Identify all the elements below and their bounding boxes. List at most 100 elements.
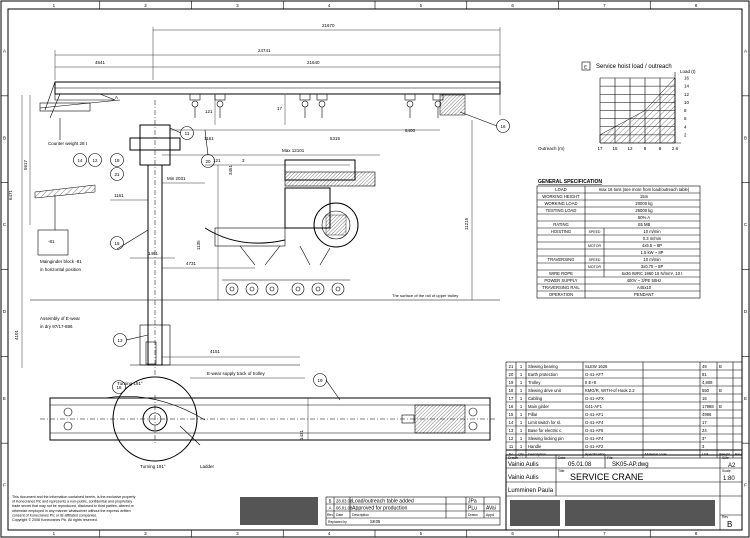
parts-cell: 3 <box>702 444 705 449</box>
rev-header: Description <box>352 513 369 517</box>
grid-row-label: C <box>3 222 7 227</box>
parts-cell: 17 <box>509 396 514 401</box>
spec-value: 1.5 kW ~ 8P <box>641 250 664 255</box>
parts-cell: 4996 <box>702 412 712 417</box>
spec-sub: MOTOR <box>588 265 601 269</box>
spec-value: 4x5.5 ~ 8P <box>642 243 662 248</box>
parts-cell: Trolley <box>528 380 541 385</box>
drawn-label: Drawn <box>508 456 518 460</box>
parts-cell: 14 <box>509 420 514 425</box>
rail-note: The surface of the rail of upper trolley <box>392 293 458 298</box>
chart-xtick: 8 <box>644 146 647 151</box>
parts-cell: G-41-AF2 <box>585 444 604 449</box>
chart-ytick: 4 <box>684 124 687 129</box>
dim-1461: 1461 <box>148 251 159 256</box>
min-reach: Min 2031 <box>167 176 186 181</box>
parts-cell: 18 <box>509 388 514 393</box>
parts-cell: 15 <box>509 412 514 417</box>
dim-4101: 4101 <box>14 329 19 340</box>
rev-date: 28.03.08 <box>336 498 353 503</box>
spec-sub: SPEED <box>589 258 601 262</box>
mainginder-label: Mainginder block -81 <box>40 259 82 264</box>
chart-heading: Service hoist load / outreach <box>596 64 672 70</box>
parts-cell: Slewing locking pin <box>528 436 564 441</box>
chart-ytick: 10 <box>684 100 690 105</box>
spec-value: S5 MB <box>638 222 651 227</box>
spec-value: 0.3 m/min <box>643 236 662 241</box>
parts-cell: 1 <box>520 388 523 393</box>
callout-number: 16 <box>116 385 122 390</box>
disclaimer-line: Copyright © 2008 Konecranes Plc. All rig… <box>12 518 98 522</box>
grid-row-label: D <box>3 309 7 314</box>
drawn-by: Vainio Aulis <box>508 462 539 468</box>
parts-cell: 1 <box>520 412 523 417</box>
assembly-label: Assembly of E-wear <box>40 316 81 321</box>
callout-number: 21 <box>114 172 120 177</box>
grid-col-label: 8 <box>695 531 698 536</box>
parts-cell: B <box>719 404 722 409</box>
grid-row-label: A <box>744 48 747 53</box>
parts-cell: Earth protection <box>528 372 558 377</box>
spec-value: A45x10 <box>637 285 652 290</box>
grid-col-label: 4 <box>328 3 331 8</box>
parts-cell: B <box>719 388 722 393</box>
parts-cell: 49 <box>702 364 707 369</box>
dim-jib: 24741 <box>258 48 271 53</box>
grid-col-label: 1 <box>53 531 56 536</box>
spec-key: WORKING HEIGHT <box>542 194 580 199</box>
dim-17: 17 <box>277 106 283 111</box>
grid-col-label: 3 <box>236 3 239 8</box>
hoist-trolley-assembly <box>204 159 376 296</box>
callout-number: 13 <box>117 338 123 343</box>
elevation-view: 21670 24741 4541 21640 A Counter weight … <box>8 23 501 375</box>
spec-key: POWER SUPPLY <box>544 278 577 283</box>
chart-ytick: 8 <box>684 108 687 113</box>
spec-key: LOAD <box>555 187 566 192</box>
scale-value: 1:80 <box>723 476 735 482</box>
parts-cell: Pillar <box>528 412 538 417</box>
date-value: 05.01.08 <box>568 462 592 468</box>
plan-view: E-wear supply track of trolley Turning 1… <box>40 371 495 469</box>
chart-ytick: 16 <box>684 76 690 81</box>
parts-cell: Handle <box>528 444 542 449</box>
dim-11215: 11215 <box>464 217 469 230</box>
parts-cell: SLEW 1626 <box>585 364 608 369</box>
parts-cell: 16 <box>509 404 514 409</box>
parts-cell: KMG/R, WITH-of Hook 2.2 <box>585 388 635 393</box>
parts-cell: 24 <box>702 428 707 433</box>
spec-value: 3x0.75 ~ 8P <box>641 264 664 269</box>
disclaimer-line: consent of Konecranes Plc or its affilia… <box>12 513 97 517</box>
spec-title: GENERAL SPECIFICATION <box>538 179 602 185</box>
grid-row-label: B <box>744 135 747 140</box>
spec-key: WIRE ROPE <box>549 271 573 276</box>
grid-row-label: C <box>744 222 748 227</box>
parts-cell: 1 <box>520 380 523 385</box>
disclaimer: This document and the information contai… <box>12 495 136 522</box>
checked-by: Vainio Aulis <box>508 475 539 481</box>
spec-value: 10 m/min <box>643 229 661 234</box>
spec-key: TESTING LOAD <box>546 208 577 213</box>
dim-top-overall: 21670 <box>322 23 335 28</box>
grid-col-label: 8 <box>695 3 698 8</box>
spec-key: TRAVERSING RAIL <box>542 285 580 290</box>
grid-col-label: 6 <box>511 3 514 8</box>
rev-by: JPa <box>468 498 477 504</box>
parts-cell: 13 <box>509 428 514 433</box>
grid-col-label: 5 <box>420 531 423 536</box>
grid-col-label: 2 <box>144 531 147 536</box>
spec-value: 6x36 IWRC 1960 16 N/mm², 10 t <box>622 271 684 276</box>
parts-cell: 16 <box>702 396 707 401</box>
parts-cell: 1 <box>520 436 523 441</box>
chart-ytick: 6 <box>684 116 687 121</box>
parts-cell: Cabling <box>528 396 543 401</box>
spec-value: 50% A <box>638 215 650 220</box>
redacted-company <box>510 500 560 526</box>
approved-by: Lumminen Paula <box>508 488 554 494</box>
chart-xtick: 2.6 <box>672 146 679 151</box>
dim-5617: 5617 <box>23 159 28 170</box>
block-label: -81 <box>48 239 55 244</box>
parts-cell: Slewing bearing <box>528 364 558 369</box>
rev-header: Appd <box>486 513 494 517</box>
parts-cell: G41-AF1 <box>585 404 603 409</box>
